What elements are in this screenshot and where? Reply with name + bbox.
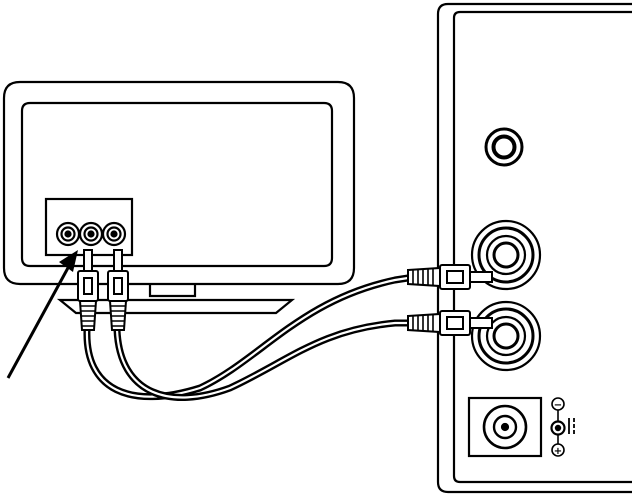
positive-label: + [554,446,562,457]
tv [4,82,354,313]
speaker-plug-top [408,265,492,289]
rca-cable-right [117,323,408,397]
tv-plug-right [108,250,128,330]
tv-stand-neck [150,284,195,296]
negative-label: − [554,400,562,411]
speaker: − + [438,4,632,492]
dc-power-symbol-icon [569,418,574,434]
speaker-outer-shell [438,4,632,492]
knob [486,129,522,165]
tv-rca-plugs [78,250,128,330]
speaker-rca-plugs [408,265,492,335]
cables [87,278,408,397]
rca-input-bottom [472,302,540,370]
power-jack [469,398,541,456]
arrow-pointing-to-tv-audio-out [8,250,78,378]
tv-plug-left [78,250,98,330]
